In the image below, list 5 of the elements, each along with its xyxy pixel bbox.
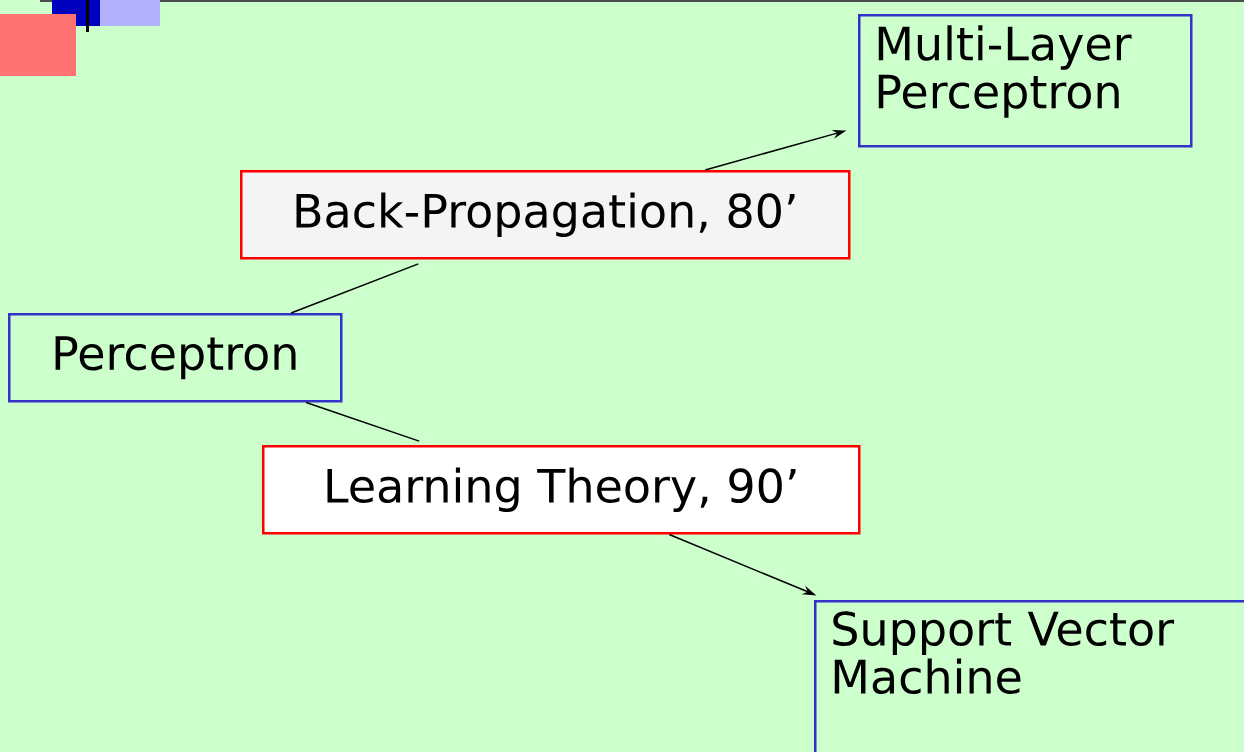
process-box: Support Vector Machine [814, 600, 1244, 752]
label-box: Back-Propagation, 80’ [240, 170, 851, 260]
label-box: Learning Theory, 90’ [262, 445, 861, 535]
process-box: Multi-Layer Perceptron [858, 14, 1193, 148]
process-box: Perceptron [8, 313, 343, 403]
